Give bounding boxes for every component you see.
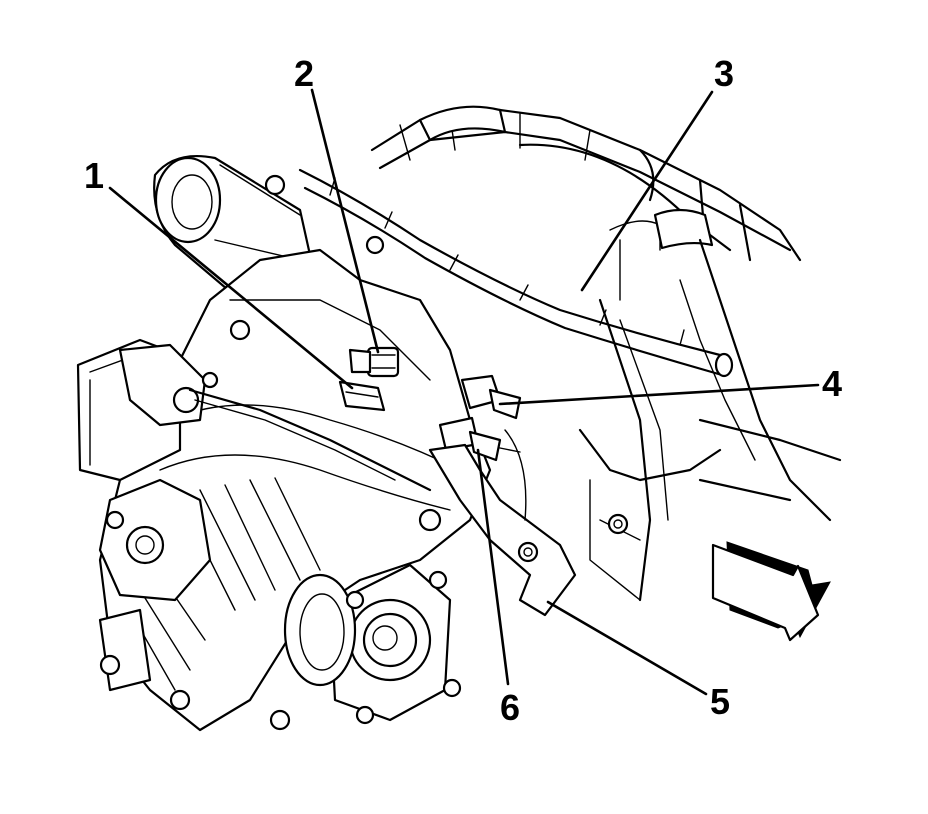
connector-1-body [338,380,386,412]
transfer-case-body [76,154,492,732]
callout-3: 3 [714,53,734,94]
transmission-housing [370,105,842,602]
leader-6 [476,448,510,686]
callout-6: 6 [500,687,520,728]
leader-3 [580,90,714,292]
callout-2: 2 [294,53,314,94]
callout-labels: 1 2 3 4 5 6 [84,53,842,728]
callout-4: 4 [822,363,842,404]
connector-2-body [366,346,400,378]
callout-5: 5 [710,681,730,722]
leader-1 [108,186,354,390]
leader-lines [108,88,820,696]
wiring-harness-tube [298,168,734,378]
connector-group [338,346,577,617]
bracket-5 [428,443,577,617]
front-direction-arrow-icon [711,541,831,642]
leader-2 [310,88,380,354]
leader-5 [546,600,708,696]
callout-1: 1 [84,155,104,196]
leader-4 [498,383,820,406]
